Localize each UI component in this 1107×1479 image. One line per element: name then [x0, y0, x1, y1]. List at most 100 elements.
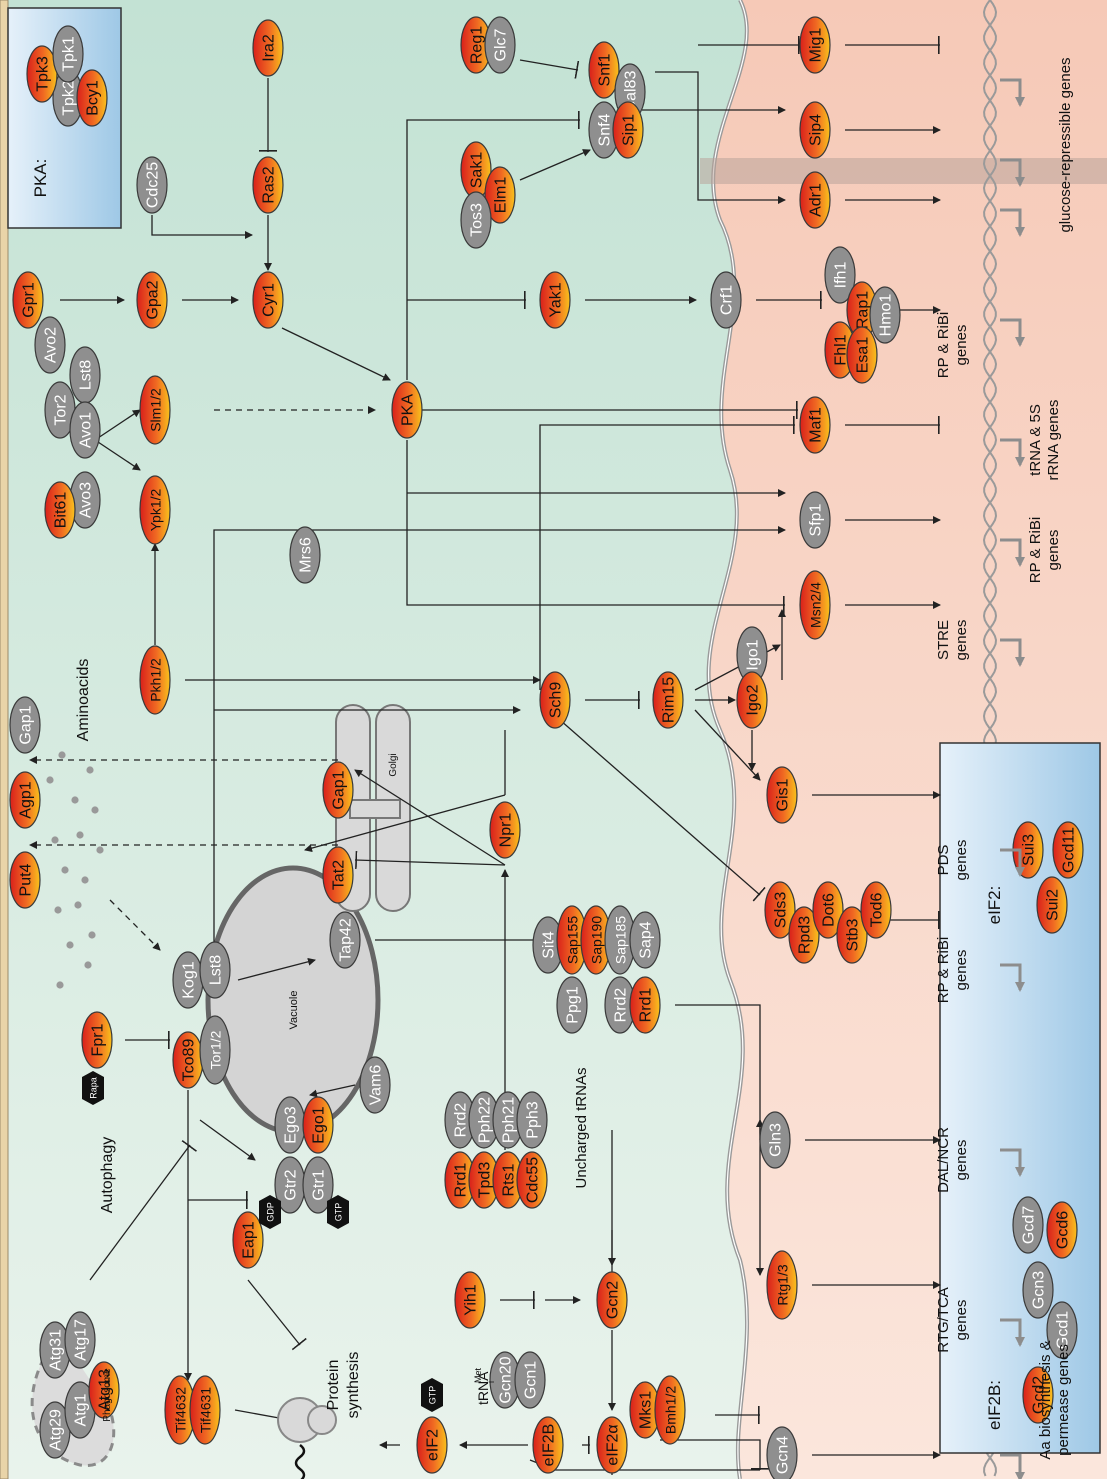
svg-text:Glc7: Glc7 — [493, 28, 510, 61]
svg-text:Rap1: Rap1 — [855, 291, 872, 329]
svg-text:Pph21: Pph21 — [501, 1097, 518, 1143]
protein-tpk1: Tpk1 — [53, 26, 83, 82]
svg-text:GTP: GTP — [334, 1203, 344, 1222]
svg-text:Sap155: Sap155 — [565, 916, 581, 964]
svg-text:eIF2B: eIF2B — [541, 1424, 558, 1467]
aminoacid-dot — [61, 866, 68, 873]
svg-text:Rrd2: Rrd2 — [613, 988, 630, 1023]
svg-text:Tod6: Tod6 — [869, 893, 886, 928]
protein-rtg13: Rtg1/3 — [767, 1251, 797, 1319]
svg-text:Tif4631: Tif4631 — [198, 1387, 214, 1433]
svg-text:Avo1: Avo1 — [78, 412, 95, 448]
svg-text:Gpr1: Gpr1 — [21, 282, 38, 318]
protein-npr1: Npr1 — [490, 802, 520, 858]
svg-text:Bcy1: Bcy1 — [85, 80, 102, 116]
protein-pph3: Pph3 — [517, 1092, 547, 1148]
svg-text:Dot6: Dot6 — [821, 893, 838, 927]
svg-text:Tif4632: Tif4632 — [173, 1387, 189, 1433]
svg-text:Tat2: Tat2 — [331, 860, 348, 890]
eif2-box-label: eIF2: — [985, 886, 1004, 925]
protein-gap1-golgi: Gap1 — [323, 762, 353, 818]
protein-ppg1: Ppg1 — [557, 977, 587, 1033]
svg-text:GDP: GDP — [266, 1202, 276, 1222]
svg-text:Rpd3: Rpd3 — [797, 916, 814, 954]
protein-vam6: Vam6 — [360, 1057, 390, 1113]
protein-mrs6: Mrs6 — [290, 527, 320, 583]
svg-text:eIF2: eIF2 — [425, 1429, 442, 1461]
svg-text:Tpd3: Tpd3 — [477, 1162, 494, 1199]
protein-kog1: Kog1 — [173, 952, 203, 1008]
badge-rapa: Rapa — [82, 1071, 104, 1105]
svg-text:Bmh1/2: Bmh1/2 — [663, 1386, 679, 1434]
gene-group-trna-5s: rRNA genes — [1045, 400, 1062, 481]
protein-eif2a: eIF2α — [597, 1417, 627, 1473]
svg-text:Gap1: Gap1 — [18, 705, 35, 744]
gene-group-rp-ribi-2: RP & RiBi — [1027, 517, 1044, 583]
gene-group-rp-ribi-3: genes — [953, 950, 970, 991]
svg-text:GTP: GTP — [428, 1386, 438, 1405]
aminoacid-dot — [86, 766, 93, 773]
protein-tos3: Tos3 — [461, 192, 491, 248]
svg-text:Sui3: Sui3 — [1021, 834, 1038, 866]
protein-gln3: Gln3 — [760, 1112, 790, 1168]
protein-maf1: Maf1 — [800, 397, 830, 453]
protein-gcd11: Gcd11 — [1053, 822, 1083, 878]
svg-text:Gpa2: Gpa2 — [145, 280, 162, 319]
protein-pka: PKA — [392, 382, 422, 438]
protein-tco89: Tco89 — [173, 1032, 203, 1088]
svg-text:Gcn4: Gcn4 — [775, 1436, 792, 1474]
protein-tap42: Tap42 — [330, 912, 360, 968]
svg-text:Rapa: Rapa — [89, 1077, 99, 1099]
gene-group-rp-ribi-3: RP & RiBi — [935, 937, 952, 1003]
aminoacid-dot — [74, 901, 81, 908]
protein-bmh12: Bmh1/2 — [655, 1376, 685, 1444]
uncharged-trnas-label: Uncharged tRNAs — [573, 1068, 590, 1189]
svg-text:Pph3: Pph3 — [525, 1101, 542, 1138]
vacuole-label: Vacuole — [288, 991, 300, 1030]
svg-text:Gcd11: Gcd11 — [1061, 827, 1078, 873]
aminoacid-dot — [56, 981, 63, 988]
gene-group-pds: PDS — [935, 845, 952, 876]
svg-text:Yih1: Yih1 — [463, 1284, 480, 1316]
gene-group-stre: genes — [953, 620, 970, 661]
svg-text:Lst8: Lst8 — [208, 955, 225, 985]
svg-text:Gtr2: Gtr2 — [283, 1169, 300, 1200]
svg-text:Kog1: Kog1 — [181, 961, 198, 998]
protein-gap1-pm: Gap1 — [10, 697, 40, 753]
svg-text:Agp1: Agp1 — [18, 781, 35, 818]
svg-text:Cdc55: Cdc55 — [525, 1157, 542, 1203]
svg-text:Rtg1/3: Rtg1/3 — [775, 1264, 791, 1305]
svg-text:Ypk1/2: Ypk1/2 — [148, 489, 164, 532]
svg-text:Cyr1: Cyr1 — [261, 283, 278, 317]
protein-rim15: Rim15 — [653, 672, 683, 728]
svg-text:Stb3: Stb3 — [845, 918, 862, 951]
protein-esa1: Esa1 — [847, 327, 877, 383]
protein-bit61: Bit61 — [45, 482, 75, 538]
aminoacid-dot — [81, 876, 88, 883]
aminoacid-dot — [66, 941, 73, 948]
protein-fpr1: Fpr1 — [82, 1012, 112, 1068]
svg-text:Mks1: Mks1 — [638, 1391, 655, 1429]
phagosome-label: Phagosome — [102, 1368, 113, 1422]
svg-text:Gap1: Gap1 — [331, 770, 348, 809]
protein-cdc25: Cdc25 — [137, 157, 167, 213]
gene-group-pds: genes — [953, 840, 970, 881]
protein-slm12: Slm1/2 — [140, 376, 170, 444]
svg-text:Sfp1: Sfp1 — [808, 503, 825, 536]
protein-sip4: Sip4 — [800, 102, 830, 158]
protein-gcn3: Gcn3 — [1023, 1262, 1053, 1318]
svg-text:Ira2: Ira2 — [261, 34, 278, 62]
svg-text:PKA: PKA — [400, 394, 417, 426]
svg-text:Pkh1/2: Pkh1/2 — [148, 658, 164, 702]
gene-group-stre: STRE — [935, 620, 952, 660]
protein-msn24: Msn2/4 — [800, 571, 830, 639]
autophagy-label: Autophagy — [99, 1137, 116, 1214]
svg-text:Snf1: Snf1 — [597, 53, 614, 86]
svg-text:Eap1: Eap1 — [241, 1221, 258, 1258]
protein-lst8-c2: Lst8 — [70, 347, 100, 403]
badge-gtp-eif2: GTP — [421, 1378, 443, 1412]
gene-group-rtg-tca: genes — [953, 1300, 970, 1341]
protein-gpa2: Gpa2 — [137, 272, 167, 328]
protein-cyr1: Cyr1 — [253, 272, 283, 328]
